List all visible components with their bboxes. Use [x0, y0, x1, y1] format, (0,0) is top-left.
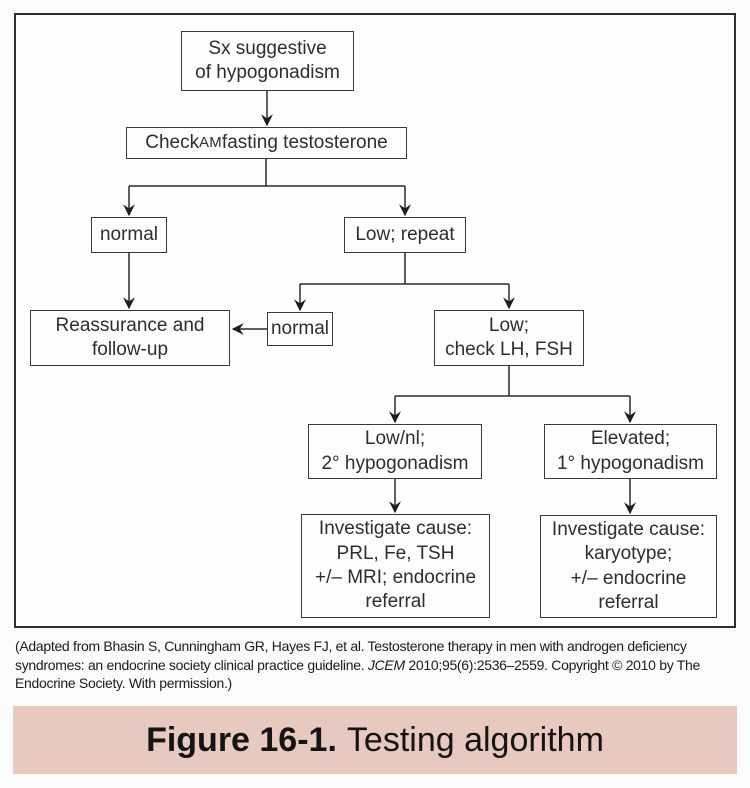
connector-lowrepeat-split — [300, 252, 509, 285]
node-elevated-primary-hypogonadism: Elevated; 1° hypogonadism — [544, 424, 717, 479]
node-low-check-lh-fsh: Low; check LH, FSH — [434, 310, 584, 366]
figure-caption-title: Testing algorithm — [346, 720, 604, 759]
node-normal-first: normal — [91, 217, 167, 253]
node-check-am-smallcaps: AM — [199, 134, 222, 151]
citation-text: (Adapted from Bhasin S, Cunningham GR, H… — [15, 637, 737, 693]
node-investigate-secondary: Investigate cause: PRL, Fe, TSH +/– MRI;… — [301, 514, 490, 618]
connector-check-split — [129, 158, 405, 187]
citation-journal-name: JCEM — [367, 656, 405, 673]
connector-lowcheck-split — [395, 365, 630, 397]
citation-line-3: Endocrine Society. With permission.) — [15, 675, 232, 692]
figure-caption-band: Figure 16-1. Testing algorithm — [13, 706, 737, 774]
node-investigate-primary: Investigate cause: karyotype; +/– endocr… — [540, 515, 717, 618]
node-check-am-pre: Check — [145, 131, 200, 153]
citation-line2-pre: syndromes: an endocrine society clinical… — [15, 656, 368, 673]
figure-caption-label: Figure 16-1. — [146, 720, 337, 759]
citation-line2-post: 2010;95(6):2536–2559. Copyright © 2010 b… — [404, 656, 700, 673]
node-sx-suggestive: Sx suggestive of hypogonadism — [181, 31, 354, 91]
node-reassurance-follow-up: Reassurance and follow-up — [30, 310, 230, 366]
citation-line-1: (Adapted from Bhasin S, Cunningham GR, H… — [15, 638, 687, 654]
citation-line-2: syndromes: an endocrine society clinical… — [15, 656, 737, 675]
node-lownl-secondary-hypogonadism: Low/nl; 2° hypogonadism — [308, 424, 482, 479]
node-check-am-testosterone: Check AM fasting testosterone — [126, 127, 407, 159]
node-low-repeat: Low; repeat — [344, 217, 466, 253]
node-normal-repeat: normal — [267, 312, 333, 346]
node-check-am-post: fasting testosterone — [221, 131, 388, 153]
